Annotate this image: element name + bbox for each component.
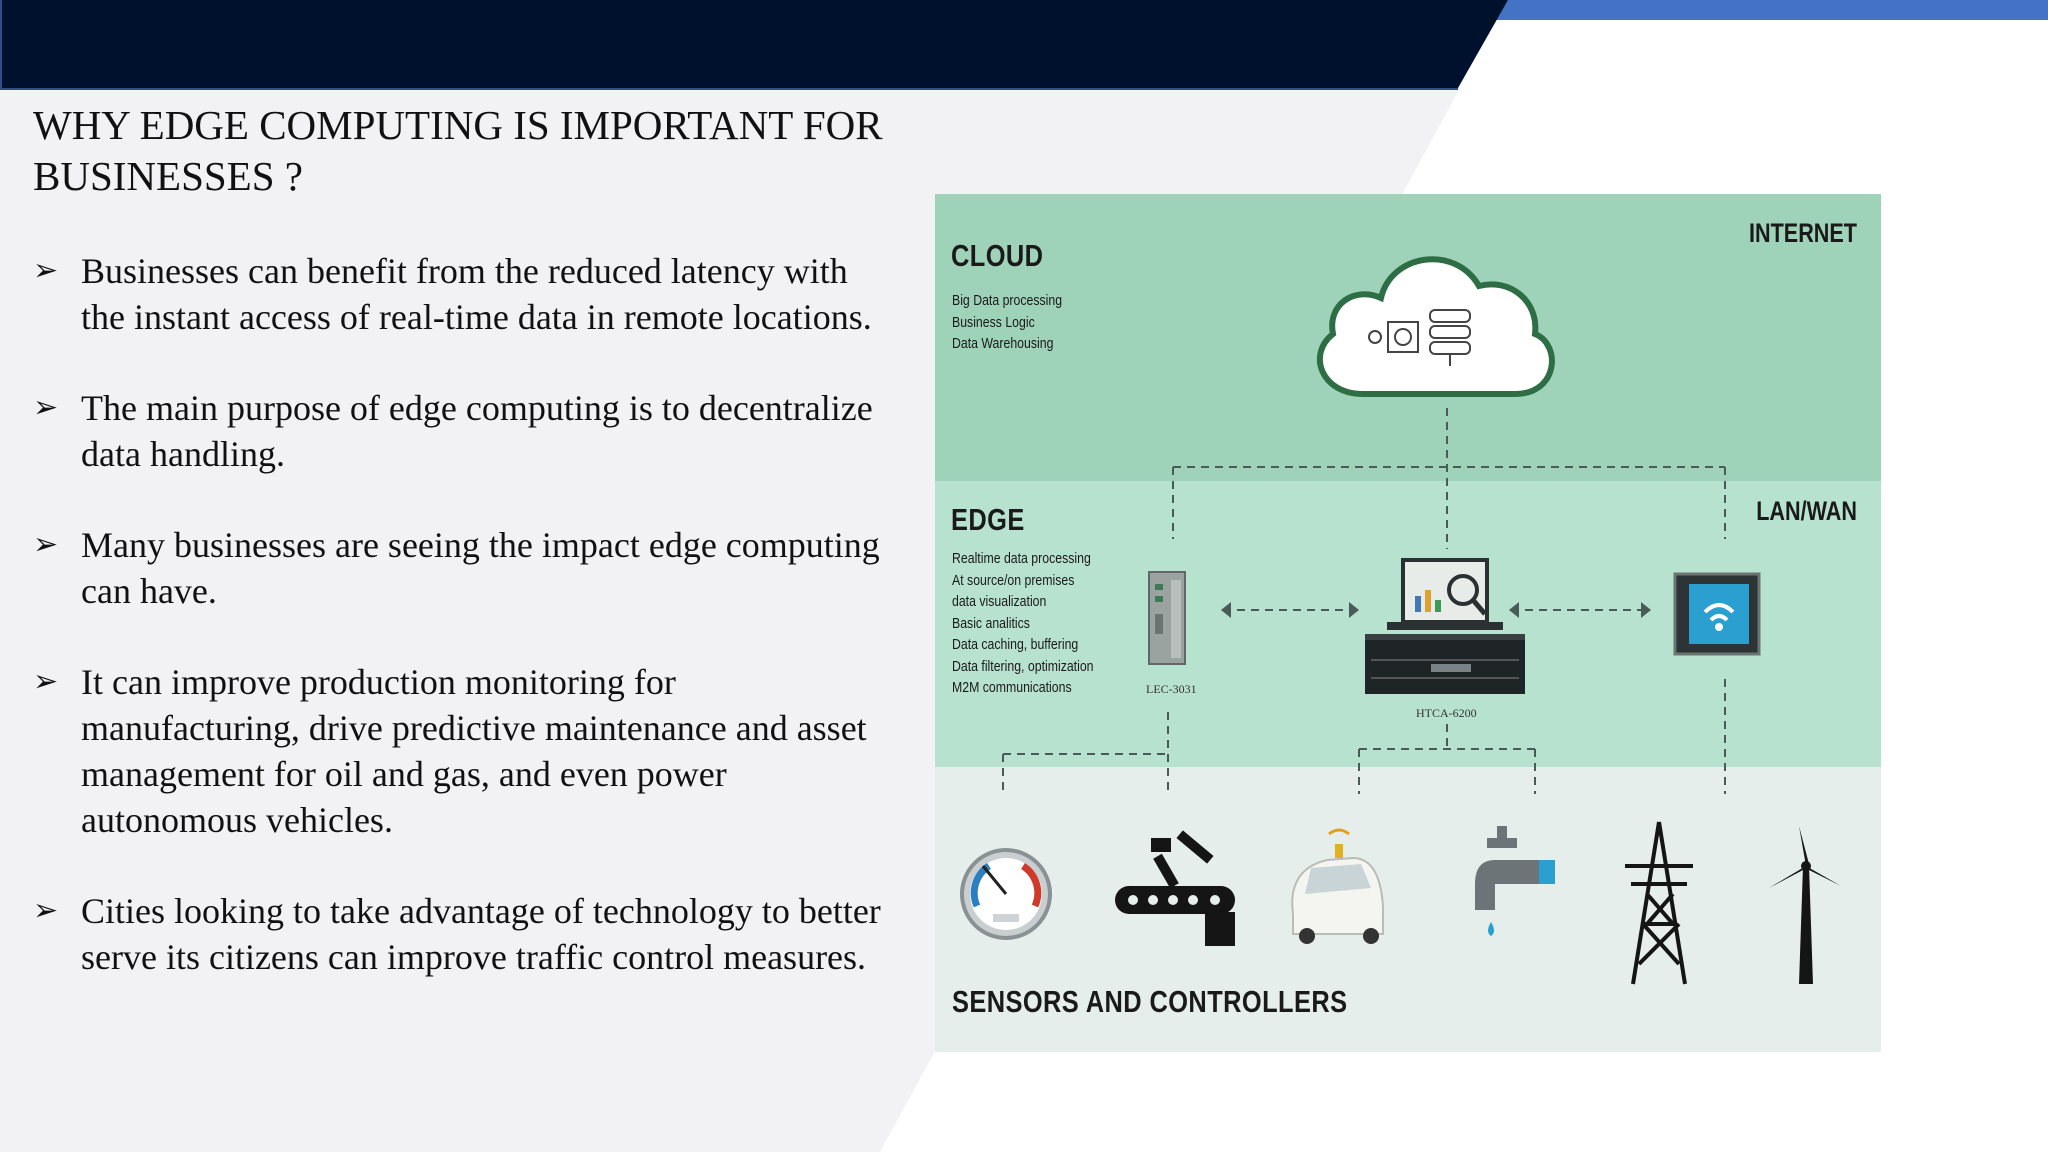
bullet-item: ➢ Businesses can benefit from the reduce… — [33, 248, 883, 340]
sensors-heading: SENSORS AND CONTROLLERS — [952, 984, 1348, 1019]
gauge-icon — [960, 848, 1052, 940]
slide-title: WHY EDGE COMPUTING IS IMPORTANT FOR BUSI… — [33, 102, 883, 199]
laptop-analytics-icon — [1387, 558, 1503, 630]
robot-arm-icon — [1115, 830, 1235, 946]
server-icon — [1365, 634, 1525, 694]
bullet-text: Cities looking to take advantage of tech… — [81, 891, 881, 977]
cloud-capability: Business Logic — [952, 313, 1035, 331]
edge-capability: data visualization — [952, 593, 1047, 610]
bullet-arrow-icon: ➢ — [33, 390, 59, 425]
cloud-icon — [1316, 256, 1555, 397]
wifi-panel-icon — [1673, 572, 1761, 656]
arrow-left-icon — [1509, 602, 1519, 618]
bullet-list: ➢ Businesses can benefit from the reduce… — [33, 248, 883, 1025]
edge-capability: Data filtering, optimization — [952, 657, 1094, 675]
bullet-arrow-icon: ➢ — [33, 253, 59, 288]
bullet-arrow-icon: ➢ — [33, 893, 59, 928]
header-navy-band — [0, 0, 1508, 88]
power-pylon-icon — [1625, 821, 1693, 985]
edge-capability: Basic analitics — [952, 614, 1030, 632]
internet-label: INTERNET — [1749, 218, 1857, 248]
autonomous-car-icon — [1291, 828, 1384, 944]
water-tap-icon — [1475, 826, 1555, 936]
bullet-item: ➢ The main purpose of edge computing is … — [33, 385, 883, 477]
bullet-arrow-icon: ➢ — [33, 527, 59, 562]
lan-wan-label: LAN/WAN — [1756, 496, 1857, 526]
lec-3031-device-label: LEC-3031 — [1146, 682, 1197, 696]
cloud-capability: Data Warehousing — [952, 335, 1054, 352]
sensors-band — [935, 767, 1881, 1052]
header-blue-stripe — [1496, 0, 2048, 20]
bullet-text: Many businesses are seeing the impact ed… — [81, 525, 880, 611]
wind-turbine-icon — [1769, 826, 1841, 984]
arrow-heads — [1221, 602, 1651, 618]
arrow-right-icon — [1349, 602, 1359, 618]
edge-capabilities-list: Realtime data processing At source/on pr… — [952, 548, 1094, 699]
edge-computing-diagram: CLOUD Big Data processing Business Logic… — [935, 194, 1881, 1052]
arrow-right-icon — [1641, 602, 1651, 618]
diagram-graphics — [960, 256, 1841, 985]
edge-capability: Realtime data processing — [952, 550, 1091, 567]
bullet-text: The main purpose of edge computing is to… — [81, 388, 873, 474]
htca-6200-device-label: HTCA-6200 — [1416, 706, 1477, 720]
box-pc-icon — [1148, 571, 1186, 665]
cloud-heading: CLOUD — [951, 238, 1044, 273]
bullet-item: ➢ Many businesses are seeing the impact … — [33, 522, 883, 614]
bullet-item: ➢ It can improve production monitoring f… — [33, 659, 883, 843]
edge-capability: At source/on premises — [952, 571, 1075, 589]
bullet-item: ➢ Cities looking to take advantage of te… — [33, 888, 883, 980]
network-connections — [1002, 408, 1726, 794]
bullet-text: Businesses can benefit from the reduced … — [81, 251, 872, 337]
bullet-arrow-icon: ➢ — [33, 664, 59, 699]
bullet-text: It can improve production monitoring for… — [81, 662, 867, 840]
edge-capability: M2M communications — [952, 679, 1072, 696]
arrow-left-icon — [1221, 602, 1231, 618]
cloud-capability: Big Data processing — [952, 292, 1063, 309]
edge-capability: Data caching, buffering — [952, 636, 1079, 653]
edge-heading: EDGE — [951, 502, 1025, 537]
cloud-capabilities-list: Big Data processing Business Logic Data … — [952, 290, 1062, 355]
